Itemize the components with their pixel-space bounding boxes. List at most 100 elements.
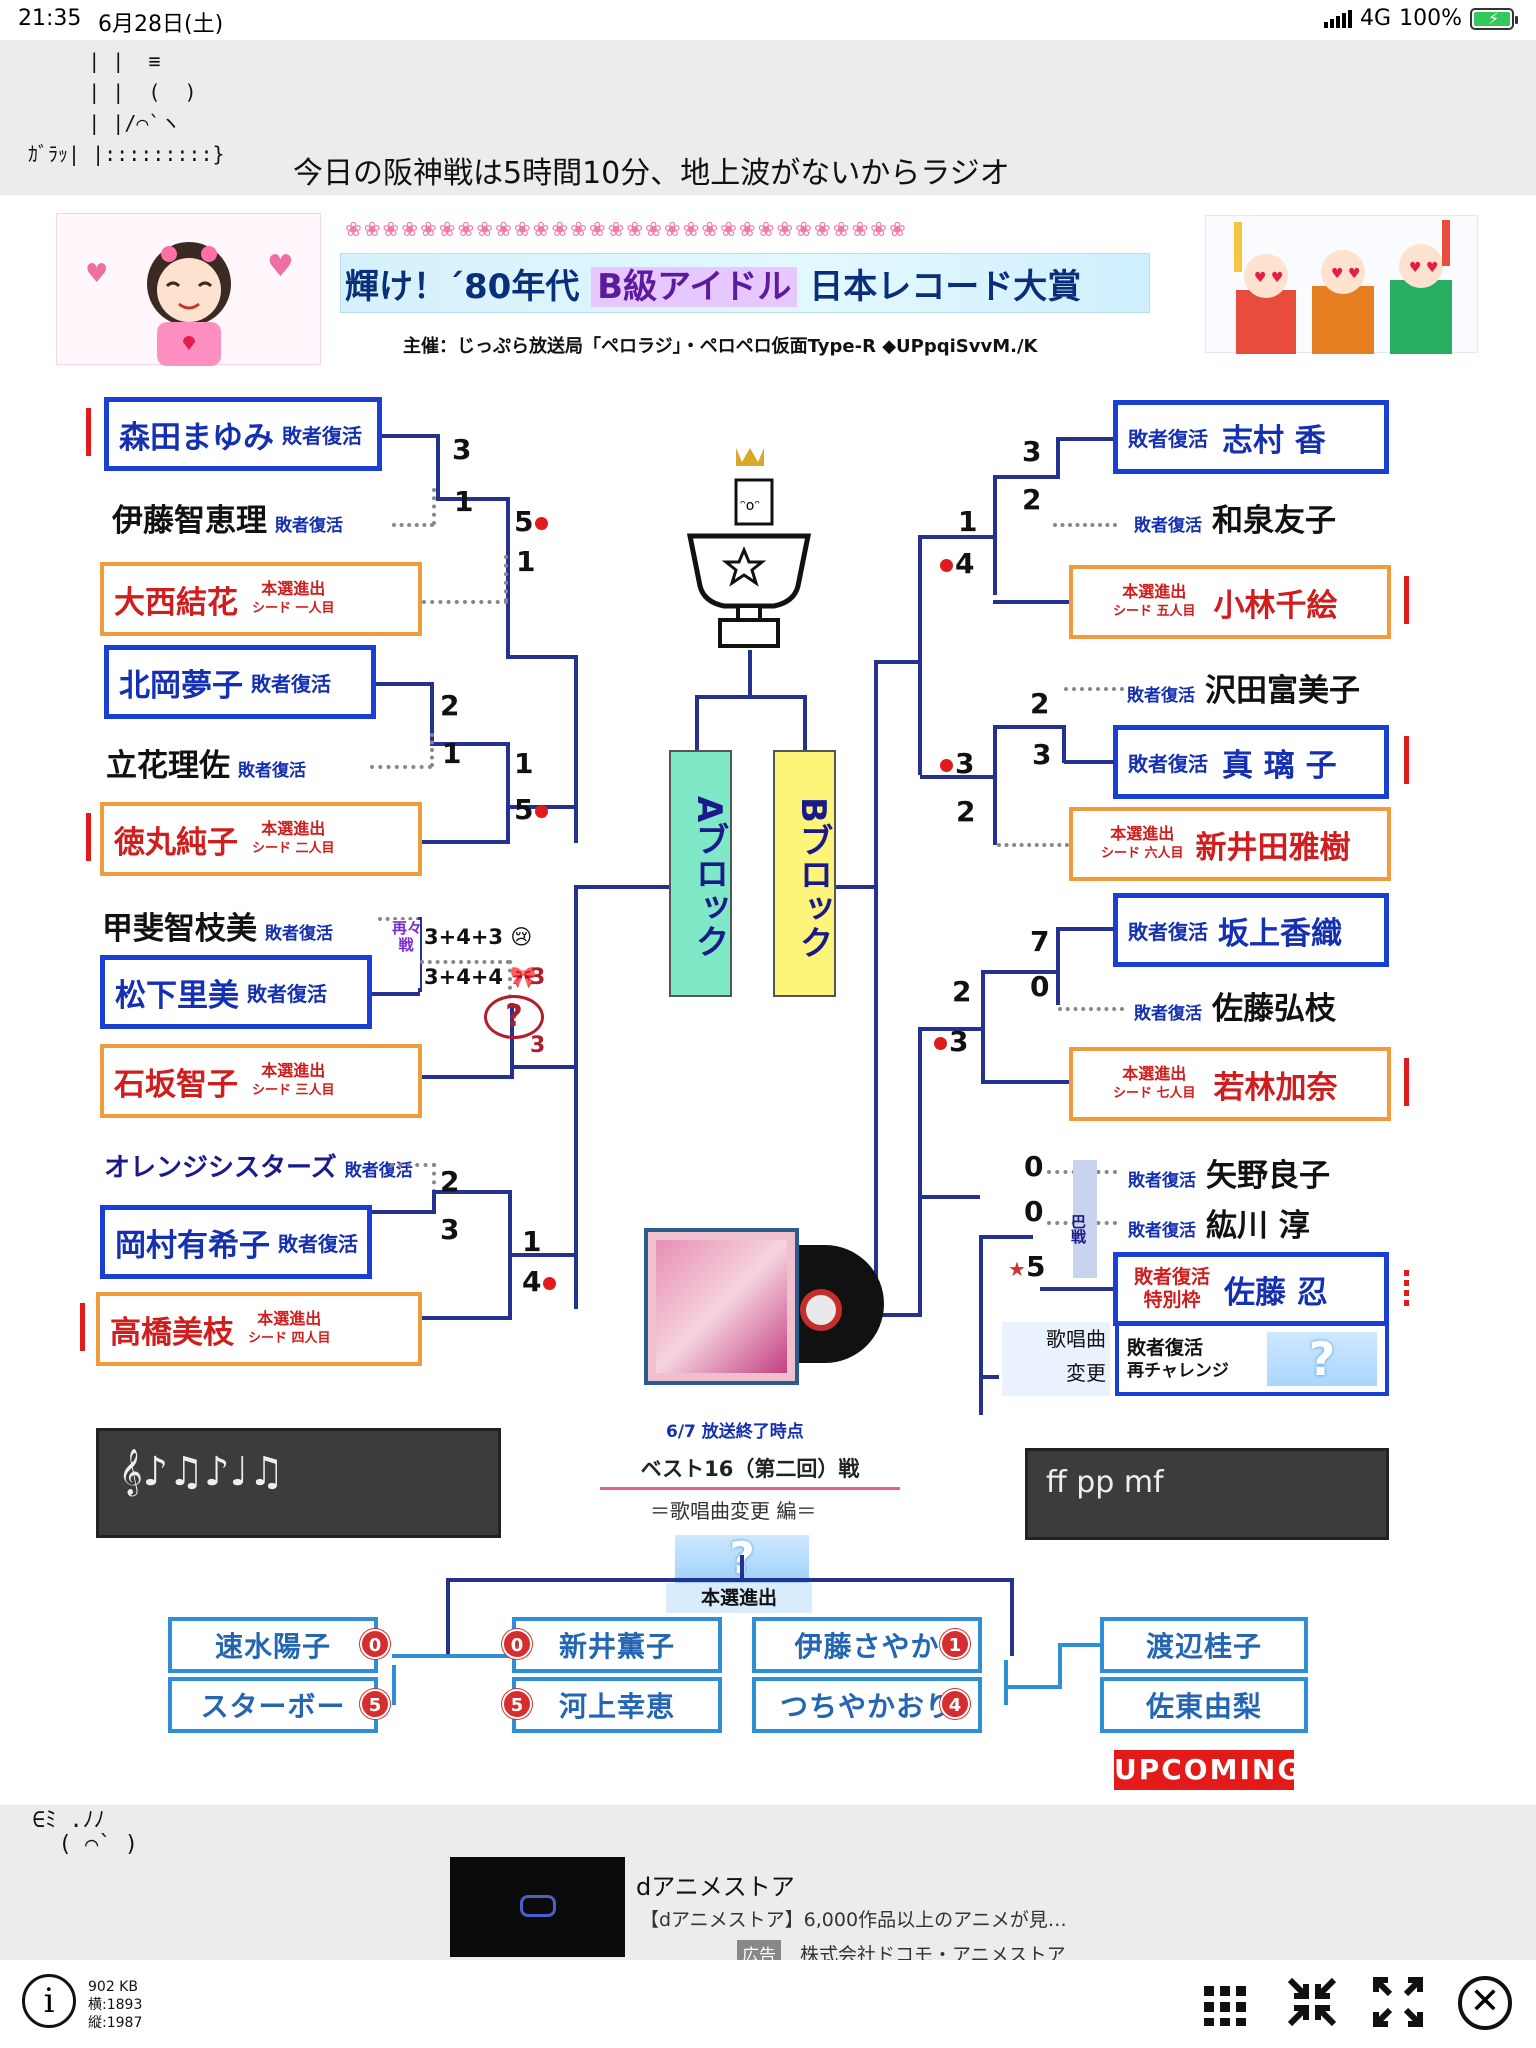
score: 2 xyxy=(956,795,976,828)
entry-right-12: 敗者復活特別枠 佐藤 忍 xyxy=(1113,1252,1389,1326)
bracket-line xyxy=(506,655,576,659)
grid-icon[interactable] xyxy=(1200,1976,1252,2028)
score: 2 xyxy=(1030,687,1050,720)
bracket-line xyxy=(382,434,438,438)
bracket-line xyxy=(506,497,510,657)
bracket-line xyxy=(392,1654,512,1658)
ad-title[interactable]: dアニメストア xyxy=(636,1873,795,1901)
entry-right-4: 敗者復活沢田富美子 xyxy=(1127,673,1360,709)
bracket-line xyxy=(372,1210,436,1214)
bracket-line xyxy=(918,1027,922,1317)
ad-description[interactable]: 【dアニメストア】6,000作品以上のアニメが見… xyxy=(640,1909,1067,1931)
bracket-line xyxy=(981,970,985,1082)
bracket-line xyxy=(436,497,508,501)
bottom-entry-4: 河上幸恵 xyxy=(512,1677,722,1733)
score: 0 xyxy=(1030,970,1050,1003)
score: 1 xyxy=(516,545,536,578)
bracket-line xyxy=(920,775,996,779)
score: 3 xyxy=(530,965,546,990)
battery-icon: ⚡ xyxy=(1470,7,1518,30)
score: 1 xyxy=(958,505,978,538)
entry-left-10: オレンジシスターズ敗者復活 xyxy=(104,1153,413,1183)
bracket-line xyxy=(432,1190,510,1194)
score: 7 xyxy=(1030,925,1050,958)
chalkboard-dynamics: ff pp mf xyxy=(1025,1448,1389,1540)
win-marker xyxy=(1404,1058,1409,1106)
expand-icon[interactable] xyxy=(1372,1976,1424,2028)
bracket-line xyxy=(430,733,434,767)
bracket-line xyxy=(392,523,434,527)
score: 3 xyxy=(938,747,974,780)
bracket-line xyxy=(376,682,432,686)
bracket-line xyxy=(446,1578,450,1656)
shrink-icon[interactable] xyxy=(1286,1976,1338,2028)
score: 5 xyxy=(514,793,550,826)
entry-right-6: 本選進出シード 六人目 新井田雅樹 xyxy=(1069,807,1391,881)
win-marker xyxy=(86,813,91,861)
entry-left-4: 北岡夢子敗者復活 xyxy=(104,645,376,719)
win-marker xyxy=(80,1303,85,1351)
bracket-line xyxy=(1004,1660,1008,1705)
file-info: 902 KB 横:1893 縦:1987 xyxy=(88,1979,143,2031)
ascii-art-bottom: ∈ﾐ .ﾉﾉ ( ⌒` ) xyxy=(32,1808,138,1857)
score: 1 xyxy=(514,747,534,780)
idol-illustration: ♥ ♥ xyxy=(56,213,321,366)
score: 1 xyxy=(454,485,474,518)
bracket-line xyxy=(436,434,440,499)
bracket-line xyxy=(432,1163,436,1193)
bottom-entry-3: 新井薫子 xyxy=(512,1617,722,1673)
bracket-line xyxy=(920,535,996,539)
score: 5 xyxy=(514,505,550,538)
info-icon[interactable]: i xyxy=(22,1974,76,2028)
header-decoration: ❀❀❀❀❀❀❀❀❀❀❀❀❀❀❀❀❀❀❀❀❀❀❀❀❀❀❀❀❀❀ xyxy=(345,217,908,241)
bracket-line xyxy=(422,600,508,604)
finalist-label: 本選進出 xyxy=(666,1583,812,1613)
bracket-line xyxy=(1058,1007,1124,1011)
tournament-image[interactable]: ♥ ♥ ♥ ♥♥ ♥♥ ♥ ❀❀❀❀❀❀❀❀❀❀❀❀❀❀❀❀❀❀❀❀❀❀❀❀❀❀… xyxy=(0,195,1536,1805)
svg-text:ᵔoᵔ: ᵔoᵔ xyxy=(740,498,760,514)
bracket-line xyxy=(1058,927,1114,931)
comment-text: 今日の阪神戦は5時間10分、地上波がないからラジオ xyxy=(293,156,1010,191)
chalkboard-music: 𝄞♪♫♪♩♫ xyxy=(96,1428,501,1538)
score: 4 xyxy=(938,547,974,580)
score-badge: 5 xyxy=(502,1689,532,1719)
score-badge: 4 xyxy=(940,1689,970,1719)
score: 1 xyxy=(522,1225,542,1258)
round-title: ベスト16（第二回）戦 xyxy=(600,1453,900,1490)
bracket-line xyxy=(508,960,512,1007)
bottom-toolbar: i 902 KB 横:1893 縦:1987 ✕ xyxy=(0,1960,1536,2048)
bracket-line xyxy=(979,1375,999,1379)
title-part-b: B級アイドル xyxy=(591,267,798,307)
bracket-line xyxy=(576,885,669,889)
bracket-line xyxy=(378,917,420,921)
close-icon[interactable]: ✕ xyxy=(1458,1976,1512,2030)
bracket-line xyxy=(370,765,432,769)
entry-right-11: 敗者復活紘川 淳 xyxy=(1128,1208,1310,1244)
status-right: 4G 100% ⚡ xyxy=(1324,6,1518,31)
score: 0 xyxy=(1024,1195,1044,1228)
bracket-line xyxy=(392,1665,396,1705)
score: 3 xyxy=(440,1213,460,1246)
trophy-icon: ᵔoᵔ xyxy=(684,440,814,650)
status-date: 6月28日(土) xyxy=(98,12,224,37)
bracket-line xyxy=(993,725,1065,729)
bracket-line xyxy=(1058,437,1113,441)
score: 3 xyxy=(452,433,472,466)
score: 2 xyxy=(440,689,460,722)
bracket-line xyxy=(740,1555,744,1581)
bracket-line xyxy=(506,742,510,842)
bracket-line xyxy=(422,840,510,844)
bottom-entry-1: 速水陽子 xyxy=(168,1617,378,1673)
entry-right-9: 本選進出シード 七人目 若林加奈 xyxy=(1069,1047,1391,1121)
ad-thumbnail[interactable] xyxy=(450,1857,625,1957)
win-marker xyxy=(1404,736,1409,784)
bracket-line xyxy=(1053,523,1117,527)
song-change-label: 歌唱曲変更 xyxy=(1002,1322,1110,1396)
entry-right-7: 敗者復活坂上香織 xyxy=(1113,893,1389,967)
entry-left-6: 徳丸純子 本選進出シード 二人目 xyxy=(100,802,422,876)
bracket-line xyxy=(1058,1643,1100,1647)
bracket-line xyxy=(430,682,434,744)
entry-right-10: 敗者復活矢野良子 xyxy=(1128,1158,1330,1194)
network-label: 4G xyxy=(1360,6,1392,31)
three-way-match-label: 巴戦 xyxy=(1069,1160,1097,1278)
